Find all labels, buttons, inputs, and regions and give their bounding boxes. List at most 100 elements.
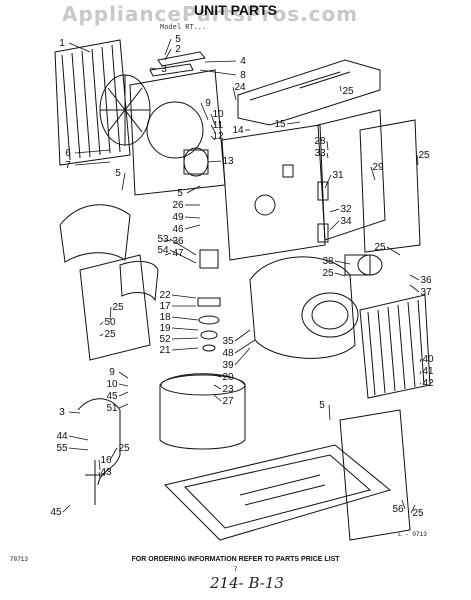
callout-number: 29	[372, 162, 384, 173]
watermark: AppliancePartsPros.com	[62, 2, 359, 26]
leader-line	[164, 38, 172, 56]
leader-line	[164, 48, 172, 61]
leader-line	[74, 149, 111, 154]
callout-number: 36	[172, 236, 184, 247]
leader-line	[234, 339, 256, 354]
leader-line	[213, 394, 222, 402]
leader-line	[68, 42, 91, 53]
leader-line	[386, 246, 401, 256]
left-code: 70713	[10, 556, 29, 563]
leader-line	[286, 121, 301, 125]
leader-line	[118, 403, 129, 409]
callout-number: 10	[212, 109, 224, 120]
callout-number: 27	[222, 396, 234, 407]
leader-line	[68, 447, 89, 451]
callout-number: 17	[159, 301, 171, 312]
callout-number: 22	[159, 290, 171, 301]
callout-number: 40	[422, 354, 434, 365]
callout-number: 3	[161, 64, 167, 75]
callout-number: 23	[222, 384, 234, 395]
curved-baffle	[59, 204, 131, 263]
leader-line	[419, 358, 422, 363]
leader-line	[62, 504, 71, 513]
leader-line	[419, 370, 422, 375]
leader-line	[326, 152, 329, 159]
leader-line	[184, 216, 201, 219]
callout-number: 53	[157, 234, 169, 245]
callout-number: 42	[422, 378, 434, 389]
callout-number: 26	[172, 200, 184, 211]
leader-line	[419, 382, 422, 385]
evaporator-coil	[359, 294, 431, 399]
callout-number: 50	[104, 317, 116, 328]
leader-line	[184, 224, 201, 230]
drawing-code: L - 0713	[398, 531, 427, 538]
callout-number: 56	[392, 504, 404, 515]
partition-panel	[221, 124, 326, 261]
leader-line	[99, 333, 104, 337]
callout-number: 25	[418, 150, 430, 161]
callout-number: 5	[319, 400, 325, 411]
leader-line	[329, 220, 340, 231]
leader-line	[334, 272, 346, 277]
leader-line	[171, 347, 199, 351]
callout-number: 20	[222, 372, 234, 383]
callout-number: 9	[109, 367, 115, 378]
leader-line	[210, 113, 216, 126]
leader-line	[210, 124, 216, 133]
callout-number: 5	[177, 188, 183, 199]
leader-line	[232, 86, 237, 101]
page-title: UNIT PARTS	[194, 2, 277, 18]
leader-line	[164, 252, 172, 256]
leader-line	[234, 347, 251, 366]
leader-line	[109, 447, 118, 461]
condenser-fan	[99, 74, 151, 146]
callout-number: 49	[172, 212, 184, 223]
capacitor-bracket	[197, 297, 221, 352]
callout-number: 15	[274, 119, 286, 130]
callout-number: 5	[175, 34, 181, 45]
leader-line	[118, 371, 129, 379]
callout-number: 2	[175, 44, 181, 55]
callout-number: 21	[159, 345, 171, 356]
base-pan	[164, 444, 392, 541]
leader-line	[200, 102, 209, 121]
callout-number: 52	[159, 334, 171, 345]
callout-number: 9	[205, 98, 211, 109]
callout-number: 38	[322, 256, 334, 267]
callout-number: 54	[157, 245, 169, 256]
callout-number: 48	[222, 348, 234, 359]
callout-number: 31	[332, 170, 344, 181]
callout-number: 43	[100, 467, 112, 478]
leader-line	[410, 504, 416, 514]
top-cover	[237, 59, 381, 126]
callout-number: 35	[222, 336, 234, 347]
leader-line	[339, 85, 342, 92]
callout-number: 39	[222, 360, 234, 371]
callout-number: 25	[412, 508, 424, 519]
callout-number: 5	[115, 168, 121, 179]
leader-line	[99, 321, 104, 326]
leader-line	[186, 185, 201, 194]
callout-number: 3	[59, 407, 65, 418]
callout-number: 34	[340, 216, 352, 227]
leader-line	[326, 140, 329, 151]
leader-line	[171, 327, 199, 331]
leader-line	[121, 172, 126, 191]
leader-line	[199, 69, 237, 76]
callout-number: 46	[172, 224, 184, 235]
callout-number: 14	[232, 125, 244, 136]
callout-number: 8	[240, 70, 246, 81]
callout-number: 45	[106, 391, 118, 402]
callout-number: 1	[59, 38, 65, 49]
callout-number: 11	[213, 120, 224, 131]
leader-line	[98, 459, 101, 471]
leader-line	[416, 154, 419, 166]
leader-line	[171, 337, 199, 340]
leader-line	[401, 499, 406, 510]
compressor	[159, 373, 246, 450]
leader-line	[118, 391, 129, 397]
leader-line	[171, 294, 197, 299]
leader-line	[68, 435, 89, 441]
blower-motor	[344, 254, 383, 276]
